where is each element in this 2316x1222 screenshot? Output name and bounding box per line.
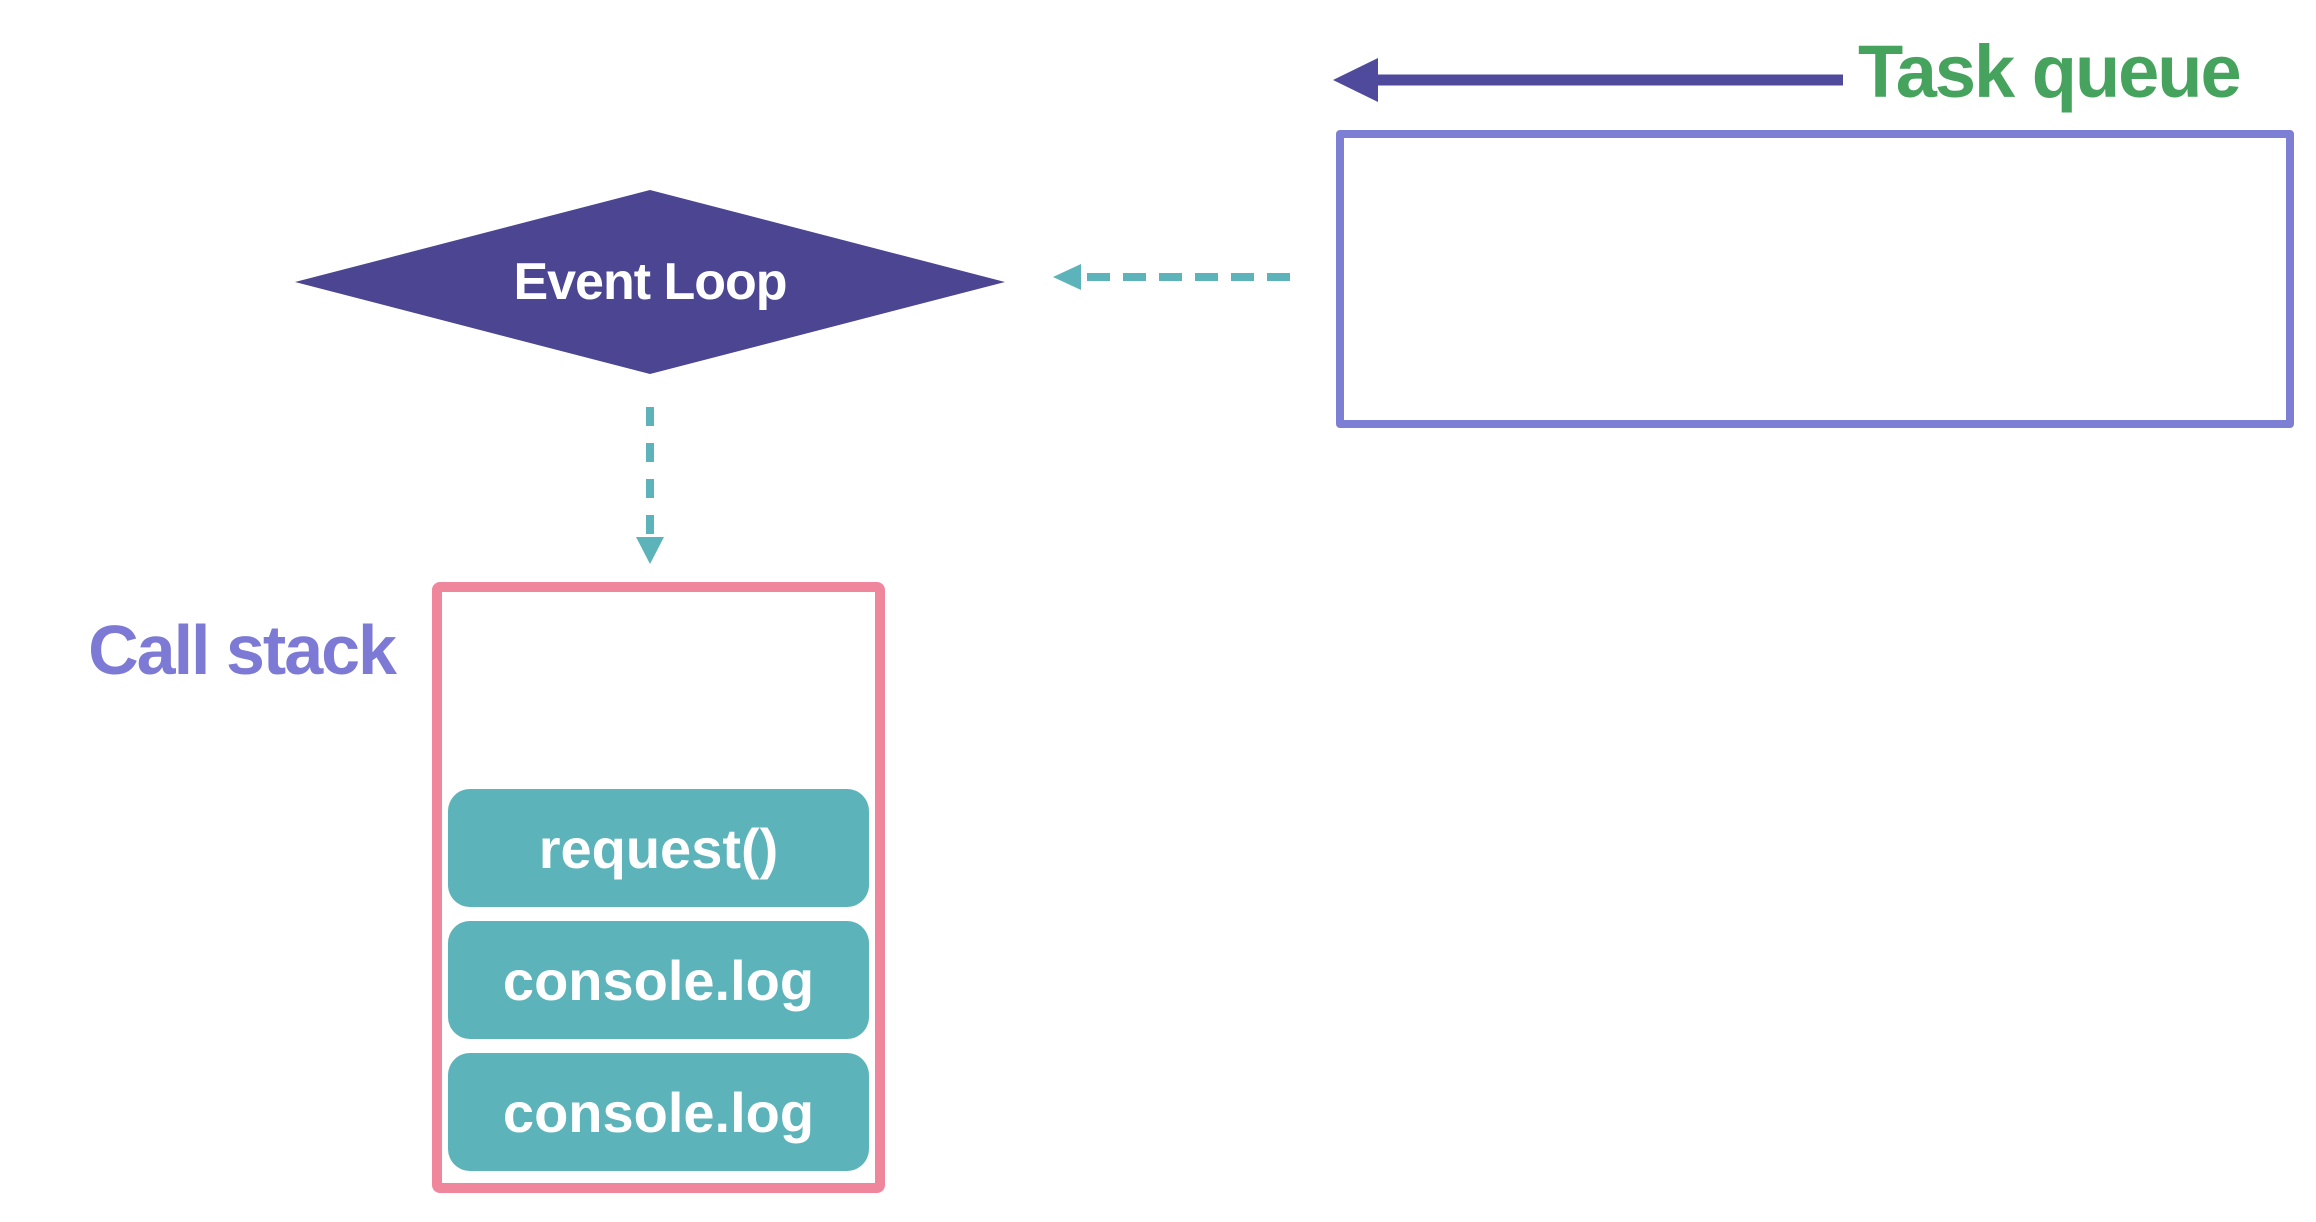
arrow-head-down-icon (636, 537, 664, 564)
event-loop-diamond (295, 190, 1005, 374)
call-stack-box: request() console.log console.log (432, 582, 885, 1193)
call-stack-item: console.log (448, 921, 869, 1039)
arrow-left-dashed-icon (1053, 264, 1295, 290)
diamond-shape (295, 190, 1005, 374)
call-stack-label: Call stack (88, 611, 397, 689)
task-queue-box (1336, 130, 2294, 428)
arrow-left-solid-icon (1333, 58, 1843, 102)
arrow-head-left-icon (1053, 264, 1081, 290)
task-queue-label: Task queue (1858, 29, 2242, 113)
call-stack-item: console.log (448, 1053, 869, 1171)
arrow-head-left-icon (1333, 58, 1378, 102)
arrow-down-dashed-icon (636, 407, 664, 564)
call-stack-item: request() (448, 789, 869, 907)
event-loop-label: Event Loop (513, 253, 787, 311)
